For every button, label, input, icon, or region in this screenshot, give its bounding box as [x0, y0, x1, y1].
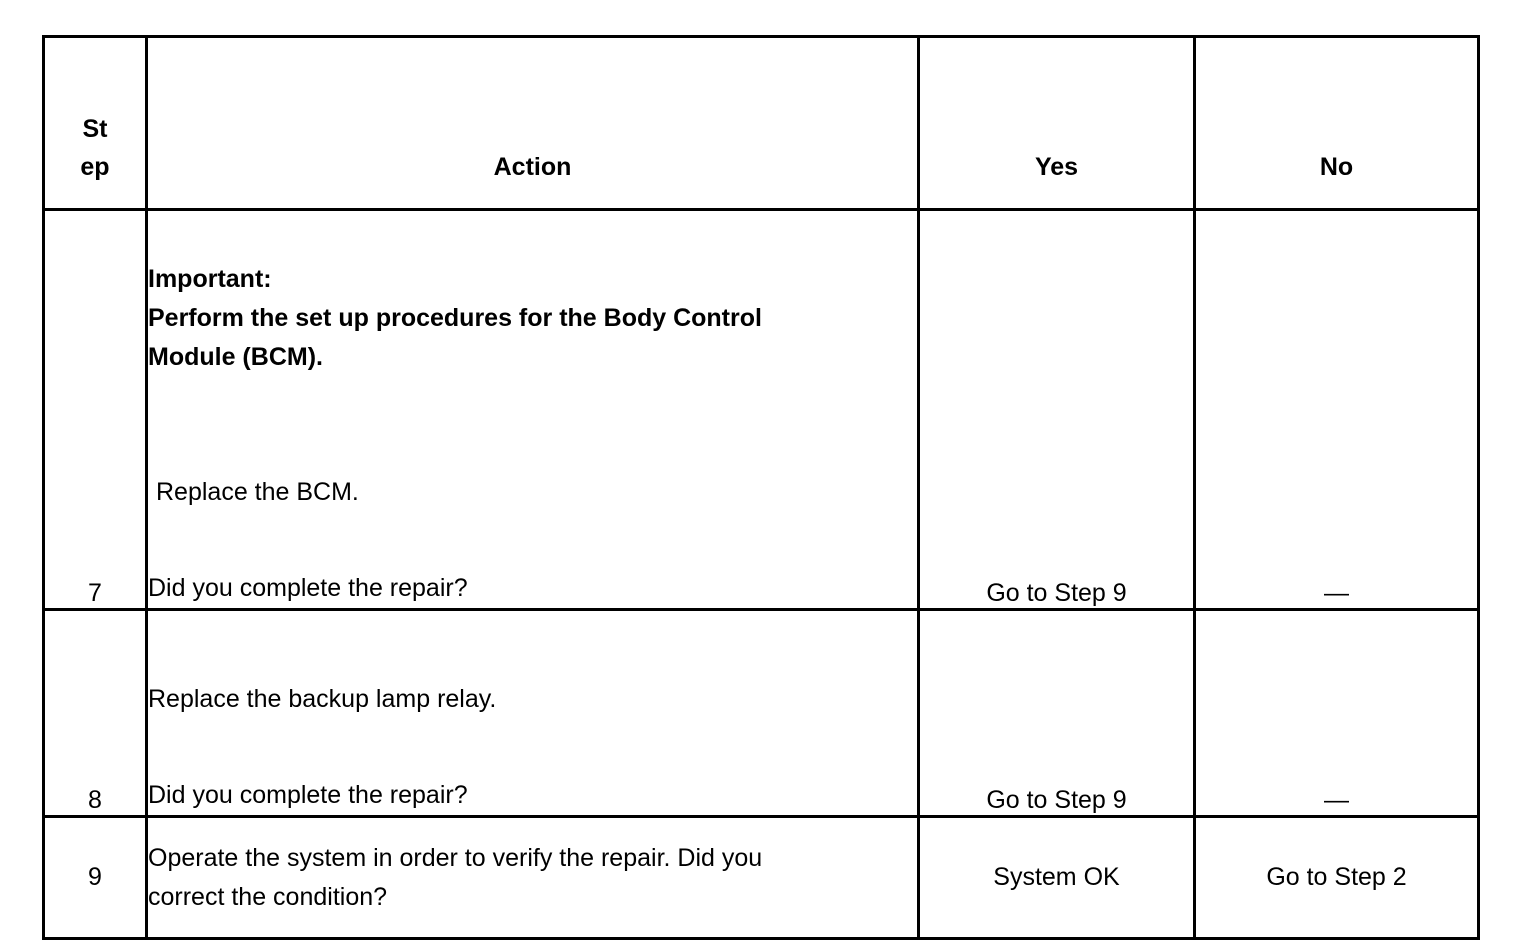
step-number: 7 — [42, 208, 148, 611]
column-header-yes: Yes — [917, 35, 1196, 211]
table-row: 7 Important: Perform the set up procedur… — [42, 208, 1480, 611]
column-header-step: St ep — [42, 35, 148, 211]
no-result: — — [1193, 608, 1480, 818]
yes-result: System OK — [917, 815, 1196, 940]
column-header-action: Action — [145, 35, 920, 211]
yes-result: Go to Step 9 — [917, 608, 1196, 818]
action-cell: Important: Perform the set up procedures… — [145, 208, 920, 611]
action-spacer — [148, 511, 917, 569]
table-header-row: St ep Action Yes No — [42, 35, 1480, 211]
table-row: 9 Operate the system in order to verify … — [42, 815, 1480, 940]
action-spacer — [148, 377, 917, 473]
step-number: 8 — [42, 608, 148, 818]
action-question-line1: Operate the system in order to verify th… — [148, 843, 763, 872]
table-row: 8 Replace the backup lamp relay. Did you… — [42, 608, 1480, 818]
action-question: Did you complete the repair? — [148, 781, 468, 810]
action-instruction: Replace the BCM. — [156, 477, 359, 506]
action-cell: Replace the backup lamp relay. Did you c… — [145, 608, 920, 818]
column-header-step-line2: ep — [80, 153, 110, 181]
important-label: Important: — [148, 265, 272, 294]
action-question: Did you complete the repair? — [148, 574, 468, 603]
action-instruction: Replace the backup lamp relay. — [148, 684, 497, 713]
action-question-line2: correct the condition? — [148, 882, 388, 911]
action-cell: Operate the system in order to verify th… — [145, 815, 920, 940]
important-note: Important: Perform the set up procedures… — [148, 260, 917, 376]
no-result: — — [1193, 208, 1480, 611]
action-spacer — [148, 718, 917, 776]
column-header-no: No — [1193, 35, 1480, 211]
column-header-step-line1: St — [82, 115, 108, 143]
important-text-line1: Perform the set up procedures for the Bo… — [148, 304, 762, 332]
yes-result: Go to Step 9 — [917, 208, 1196, 611]
step-number: 9 — [42, 815, 148, 940]
no-result: Go to Step 2 — [1193, 815, 1480, 940]
diagnostic-procedure-table: St ep Action Yes No 7 Important: Perform… — [42, 35, 1480, 940]
important-text-line2: Module (BCM). — [148, 342, 323, 371]
